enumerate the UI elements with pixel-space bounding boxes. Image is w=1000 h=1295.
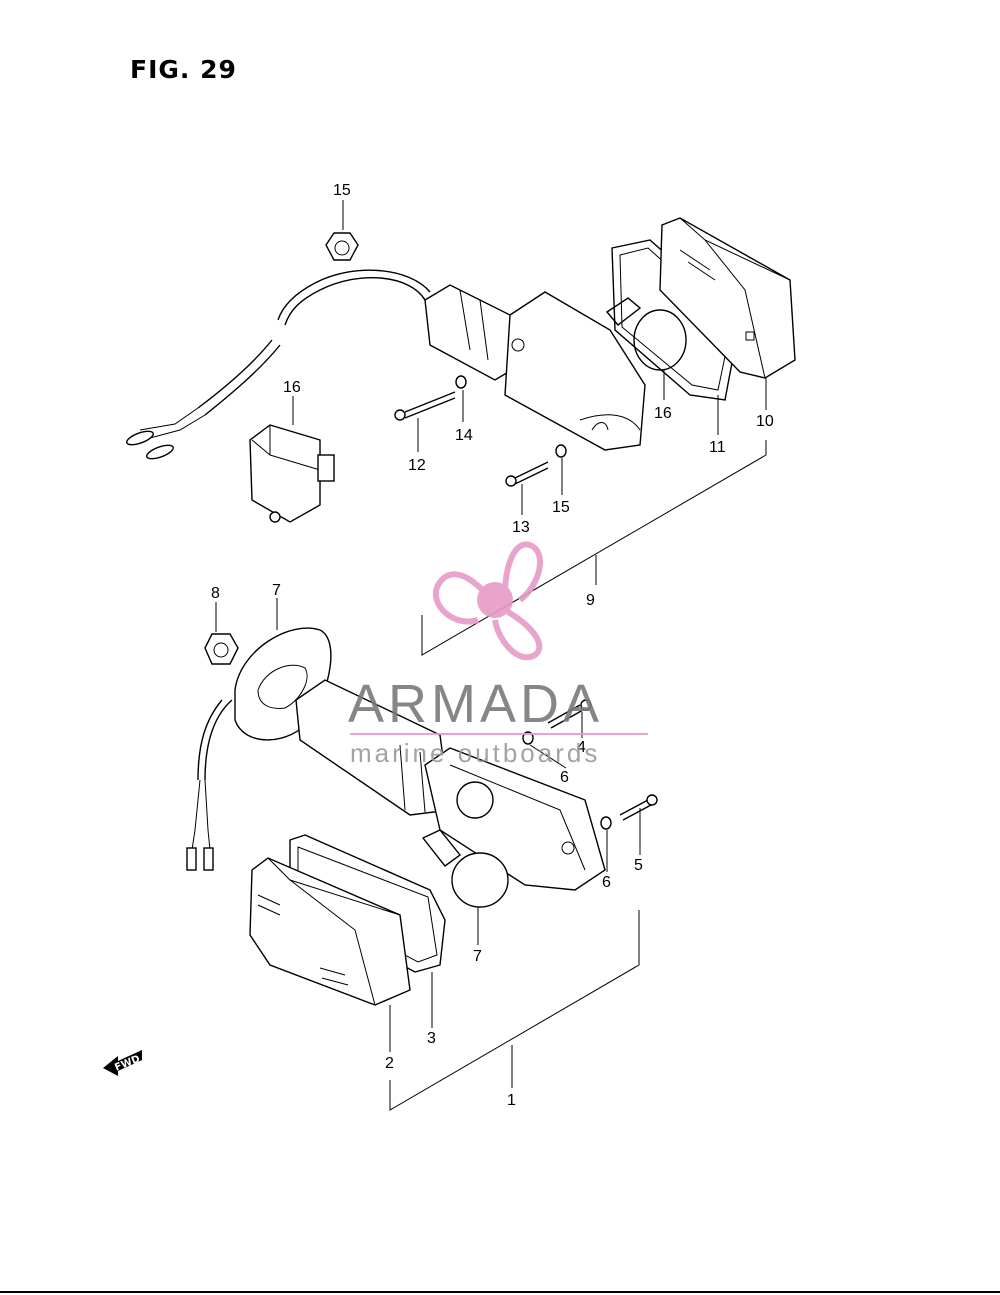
relay-18 bbox=[249, 424, 335, 523]
turn-signal-housing-lower bbox=[295, 679, 606, 891]
propeller-logo bbox=[433, 541, 543, 661]
callout-15-lower: 15 bbox=[552, 499, 570, 516]
callout-17: 15 bbox=[333, 182, 351, 199]
lens-2 bbox=[249, 857, 411, 1006]
callout-15-upper: 14 bbox=[455, 427, 473, 444]
callout-4: 4 bbox=[577, 739, 586, 756]
nut-17 bbox=[325, 232, 359, 261]
washer-15-upper bbox=[455, 375, 467, 389]
turn-signal-housing-upper bbox=[424, 284, 646, 451]
callout-3: 3 bbox=[427, 1030, 436, 1047]
screw-14 bbox=[505, 461, 549, 487]
callout-6-lower: 6 bbox=[602, 874, 611, 891]
callout-12: 11 bbox=[709, 439, 726, 456]
armada-watermark: ARMADA marine outboards bbox=[348, 541, 648, 768]
gasket-12 bbox=[611, 239, 741, 401]
callout-1: 1 bbox=[507, 1092, 516, 1109]
callout-7: 7 bbox=[473, 948, 482, 965]
screw-13 bbox=[394, 391, 456, 421]
callout-11: 10 bbox=[756, 413, 774, 430]
bulb-7 bbox=[421, 829, 509, 908]
callout-14: 13 bbox=[512, 519, 530, 536]
nut-9 bbox=[204, 633, 239, 665]
wire-harness-upper bbox=[126, 269, 431, 460]
screw-4 bbox=[547, 699, 592, 729]
watermark-tagline: marine outboards bbox=[350, 738, 600, 768]
lens-11 bbox=[659, 217, 796, 379]
callout-6-upper: 6 bbox=[560, 769, 569, 786]
callout-18: 16 bbox=[283, 379, 301, 396]
figure-title: FIG. 29 bbox=[130, 55, 237, 84]
callout-2: 2 bbox=[385, 1055, 394, 1072]
callout-8: 7 bbox=[272, 582, 281, 599]
watermark-brand: ARMADA bbox=[348, 674, 603, 734]
callout-16: 16 bbox=[654, 405, 672, 422]
callout-9: 8 bbox=[211, 585, 220, 602]
washer-15-lower bbox=[555, 444, 567, 458]
screw-5 bbox=[619, 794, 658, 821]
washer-6-lower bbox=[600, 816, 612, 830]
callout-13: 12 bbox=[408, 457, 426, 474]
wire-harness-lower bbox=[186, 699, 233, 871]
callout-10: 9 bbox=[586, 592, 595, 609]
leader-lines bbox=[215, 200, 767, 1111]
callout-5: 5 bbox=[634, 857, 643, 874]
forward-direction-arrow: FWD bbox=[103, 1050, 142, 1076]
